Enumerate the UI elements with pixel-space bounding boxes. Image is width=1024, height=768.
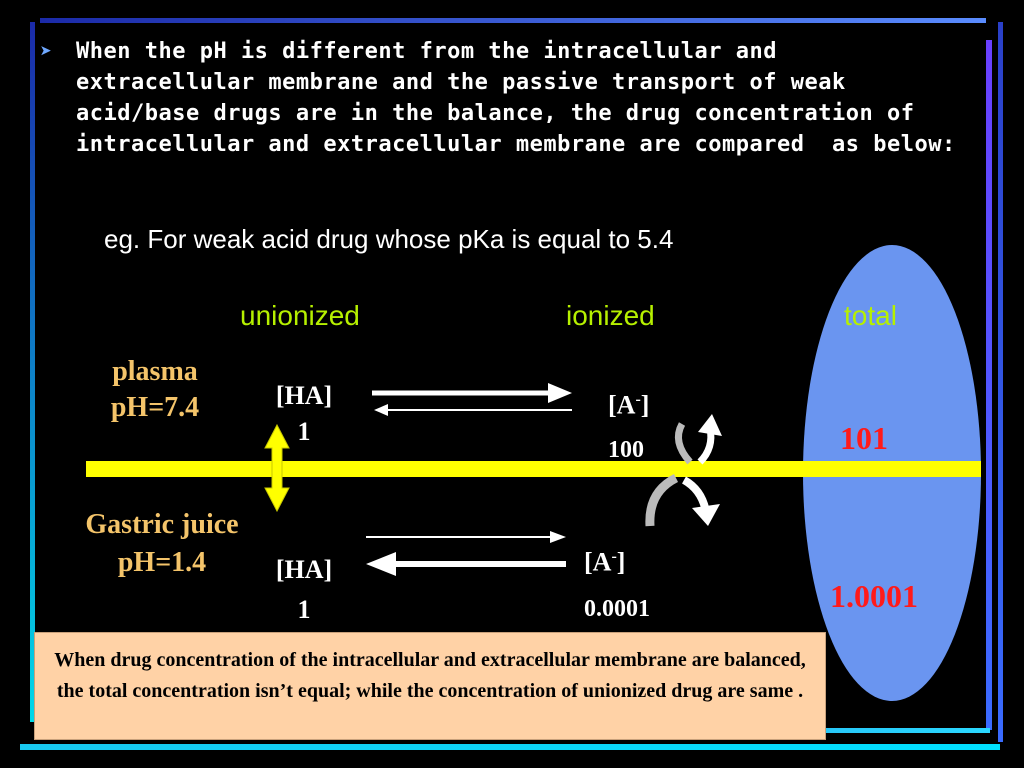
gastric-reverse-arrow <box>366 552 566 576</box>
frame-top-line <box>40 18 986 23</box>
plasma-name: plasma <box>112 356 198 387</box>
plasma-forward-arrow <box>372 383 572 403</box>
gastric-name: Gastric juice <box>85 509 239 540</box>
gastric-ha-value: 1 <box>297 595 311 624</box>
column-label-unionized: unionized <box>240 300 360 331</box>
gastric-ha: [HA] 1 <box>266 550 342 630</box>
plasma-ha-label: [HA] <box>275 381 333 410</box>
curved-arrow-lower-right <box>681 476 720 526</box>
plasma-a: [A-] 100 <box>608 378 649 472</box>
plasma-a-symbol: [A <box>608 390 636 420</box>
curved-arrow-upper-left <box>674 422 693 465</box>
column-label-total: total <box>844 300 897 331</box>
plasma-a-label: [A-] <box>608 378 649 428</box>
curved-arrow-upper-right <box>697 414 722 465</box>
frame-bottom-line-2 <box>20 744 1000 750</box>
arrow-bullet-icon: ➤ <box>40 39 53 63</box>
summary-note: When drug concentration of the intracell… <box>34 632 826 740</box>
frame-right-line-1 <box>986 40 992 730</box>
plasma-total: 101 <box>840 420 888 456</box>
intro-bullet: ➤ When the pH is different from the intr… <box>40 36 960 160</box>
intro-text: When the pH is different from the intrac… <box>76 39 956 157</box>
frame-left-line <box>30 22 35 722</box>
gastric-forward-arrow <box>366 531 566 543</box>
plasma-reverse-arrow <box>374 404 572 416</box>
gastric-ph: pH=1.4 <box>117 547 207 578</box>
gastric-a-bracket: ] <box>616 547 626 577</box>
gastric-a-label: [A-] <box>584 534 650 586</box>
plasma-a-charge: - <box>635 391 641 408</box>
plasma-ha: [HA] 1 <box>266 378 342 450</box>
curved-arrow-lower-left <box>645 473 679 527</box>
membrane-diffusion-arrow <box>264 423 290 513</box>
gastric-label: Gastric juice pH=1.4 <box>64 506 260 582</box>
gastric-total: 1.0001 <box>830 578 918 614</box>
gastric-a-symbol: [A <box>584 547 612 577</box>
membrane-bar <box>86 461 981 477</box>
plasma-a-bracket: ] <box>640 390 650 420</box>
gastric-a: [A-] 0.0001 <box>584 534 650 632</box>
column-label-ionized: ionized <box>566 300 655 331</box>
gastric-a-charge: - <box>611 548 617 565</box>
plasma-label: plasma pH=7.4 <box>80 354 230 426</box>
plasma-ph: pH=7.4 <box>110 392 200 423</box>
example-text: eg. For weak acid drug whose pKa is equa… <box>104 224 674 254</box>
frame-right-line-2 <box>998 22 1003 742</box>
plasma-ha-value: 1 <box>297 417 311 446</box>
gastric-a-value: 0.0001 <box>584 595 650 622</box>
plasma-a-value: 100 <box>608 436 644 463</box>
gastric-ha-label: [HA] <box>275 555 333 584</box>
